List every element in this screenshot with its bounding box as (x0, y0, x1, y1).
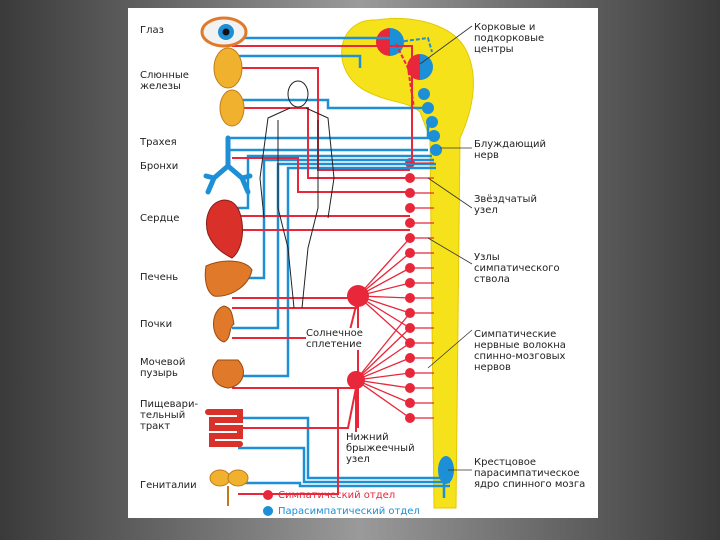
label-sympathetic-trunk: Узлы симпатического ствола (474, 252, 560, 285)
fan-line (355, 327, 411, 381)
fan-line (357, 295, 411, 344)
label-heart: Сердце (140, 213, 180, 224)
label-trachea: Трахея (140, 137, 177, 148)
liver-icon (204, 260, 253, 297)
trachea-bronchi-icon (203, 135, 253, 195)
legend-sympathetic-dot (263, 490, 273, 500)
sympathetic-chain (405, 158, 415, 423)
fan-line (357, 252, 411, 297)
fan-line (355, 372, 411, 381)
fan-line (355, 379, 411, 419)
bladder-icon (212, 359, 244, 389)
kidneys-icon (213, 305, 235, 343)
genitals-icon (209, 469, 249, 506)
label-liver: Печень (140, 272, 179, 283)
heart-icon (206, 199, 243, 259)
label-pointers (419, 25, 473, 471)
salivary-glands-icon (213, 47, 245, 127)
fan-lines (355, 162, 434, 419)
label-digestive-tract: Пищевари- тельный тракт (140, 399, 199, 432)
fan-line (355, 342, 411, 381)
human-silhouette (259, 80, 335, 309)
brain-spinal-cord (341, 17, 474, 509)
sympathetic-fibres (232, 45, 413, 495)
mesenteric-node (347, 371, 365, 389)
eye-icon (200, 16, 248, 48)
label-bronchi: Бронхи (140, 161, 179, 172)
fan-line (355, 379, 411, 389)
label-kidneys: Почки (140, 319, 173, 330)
fan-line (355, 357, 411, 381)
brainstem-nuclei (418, 88, 442, 156)
legend-parasympathetic-label: Парасимпатический отдел (278, 506, 420, 517)
cortical-centres (376, 28, 433, 109)
label-cortical-centres: Корковые и подкорковые центры (474, 22, 545, 55)
label-stellate-ganglion: Звёздчатый узел (474, 194, 537, 216)
nervous-system-diagram: Глаз Слюнные железы Трахея Бронхи Сердце… (128, 8, 598, 518)
label-solar-plexus: Солнечное сплетение (306, 328, 363, 350)
label-spinal-fibres: Симпатические нервные волокна спинно-моз… (474, 329, 566, 373)
diagram-graphic (200, 16, 474, 516)
label-mesenteric-ganglion: Нижний брыжеечный узел (346, 432, 415, 465)
label-bladder: Мочевой пузырь (140, 357, 186, 379)
sacral-nucleus (438, 456, 454, 484)
fan-line (357, 237, 411, 297)
label-genitals: Гениталии (140, 480, 197, 491)
legend-sympathetic-label: Симпатический отдел (278, 490, 396, 501)
legend-parasympathetic-dot (263, 506, 273, 516)
label-vagus-nerve: Блуждающий нерв (474, 139, 547, 161)
label-eye: Глаз (140, 25, 164, 36)
digestive-tract-icon (205, 409, 243, 447)
label-salivary-glands: Слюнные железы (140, 70, 189, 92)
solar-plexus-node (347, 285, 369, 307)
label-sacral-nucleus: Крестцовое парасимпатическое ядро спинно… (474, 457, 586, 490)
fan-line (355, 379, 411, 404)
fan-line (355, 312, 411, 381)
